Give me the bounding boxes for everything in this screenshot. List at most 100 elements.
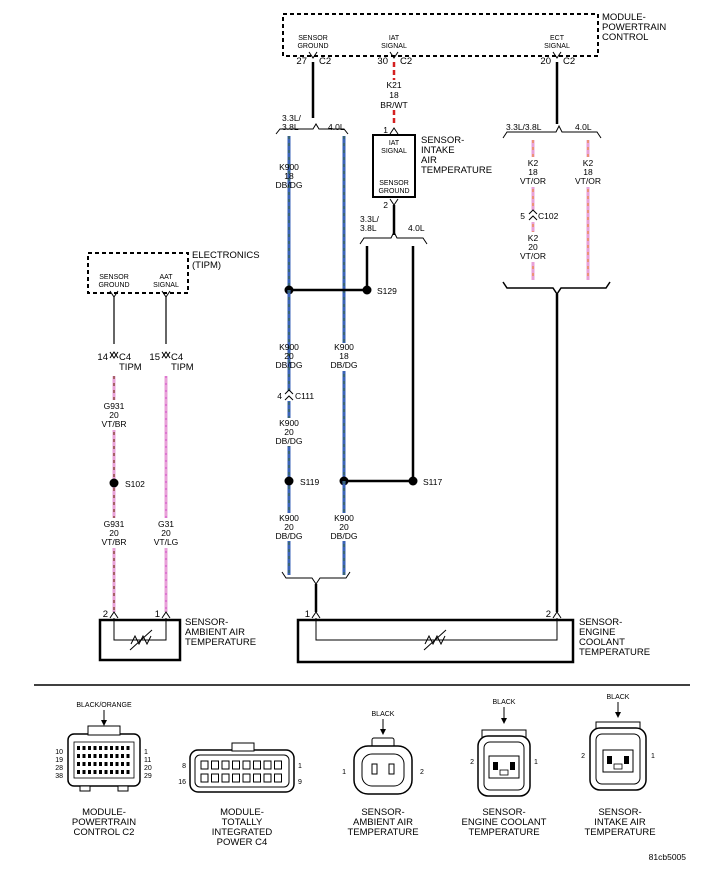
cv-iat-pl-1: 2 xyxy=(581,753,585,760)
wire-k900-e-1: K900 xyxy=(279,513,299,523)
aat-label-3: TEMPERATURE xyxy=(185,637,256,648)
tipm-pin-name-2a: AAT xyxy=(159,274,173,281)
wire-k2-a-1: K2 xyxy=(528,158,539,168)
iat-pin-bottom: 2 xyxy=(383,200,388,210)
pcm-pin-name-3b: SIGNAL xyxy=(544,43,570,50)
splice-s119: S119 xyxy=(300,477,319,487)
wire-k900-d-3: DB/DG xyxy=(276,436,303,446)
ect-label-2: ENGINE xyxy=(579,627,615,638)
connector-view-aat: BLACK 1 2 SENSOR- AMBIENT AIR TEMPERATUR… xyxy=(342,711,424,838)
pcm-conn-c2-c: C2 xyxy=(563,56,575,67)
cv-tipm-pl-2: 16 xyxy=(178,779,186,786)
cv-ect-color: BLACK xyxy=(493,699,516,706)
cv-pcm-pl-4: 38 xyxy=(55,773,63,780)
wire-k900-e-3: DB/DG xyxy=(276,531,303,541)
connector-view-pcm-c2: BLACK/ORANGE 10 19 28 38 1 11 20 29 MODU… xyxy=(55,702,152,838)
pin-cavity xyxy=(93,754,97,758)
wire-g931-a-2: 20 xyxy=(109,410,119,420)
cv-iat-label-1: SENSOR- xyxy=(598,807,641,818)
pcm-conn-c2-b: C2 xyxy=(400,56,412,67)
pcm-conn-c2-a: C2 xyxy=(319,56,331,67)
connector-view-tipm-c4: 8 16 1 9 MODULE- TOTALLY INTEGRATED POWE… xyxy=(178,742,302,848)
iat-pin-top: 1 xyxy=(383,125,388,135)
opt-33-38-b: 3.8L xyxy=(282,122,299,132)
cv-pcm-pr-3: 20 xyxy=(144,765,152,772)
opt-ect-33: 3.3L/3.8L xyxy=(506,122,542,132)
cv-tipm-label-4: POWER C4 xyxy=(217,837,268,848)
wire-g931-b-2: 20 xyxy=(109,528,119,538)
cv-aat-label-1: SENSOR- xyxy=(361,807,404,818)
wire-k900-b-2: 20 xyxy=(284,351,294,361)
pin-cavity xyxy=(104,754,108,758)
pcm-pin-name-2a: IAT xyxy=(389,35,400,42)
tipm-conn-c4-b: C4 xyxy=(171,352,183,363)
wire-g31-3: VT/LG xyxy=(154,537,179,547)
tipm-sub-b: TIPM xyxy=(171,362,194,373)
wire-g31-2: 20 xyxy=(161,528,171,538)
aat-label-1: SENSOR- xyxy=(185,617,228,628)
iat-label-1: SENSOR- xyxy=(421,135,464,146)
wire-k900-c-3: DB/DG xyxy=(331,360,358,370)
cv-pcm-pl-2: 19 xyxy=(55,757,63,764)
tipm-pin-14: 14 xyxy=(97,352,108,363)
wire-k2-b-1: K2 xyxy=(583,158,594,168)
wire-k900-f-1: K900 xyxy=(334,513,354,523)
wire-g931-a-3: VT/BR xyxy=(101,419,126,429)
cv-ect-label-1: SENSOR- xyxy=(482,807,525,818)
pin-cavity xyxy=(115,746,119,750)
pcm-pin-name-3a: ECT xyxy=(550,35,565,42)
pcm-label-3: CONTROL xyxy=(602,32,648,43)
iat-sensor-box xyxy=(372,134,416,198)
pin-cavity xyxy=(232,773,240,783)
pin-cavity xyxy=(115,770,119,774)
cv-pcm-pl-3: 28 xyxy=(55,765,63,772)
wire-k900-e-2: 20 xyxy=(284,522,294,532)
cv-pcm-color: BLACK/ORANGE xyxy=(76,702,132,709)
pin-cavity xyxy=(115,754,119,758)
wire-g931-a-1: G931 xyxy=(104,401,125,411)
pin-cavity xyxy=(88,762,91,766)
pin-cavity xyxy=(211,760,219,770)
wire-k2-b-3: VT/OR xyxy=(575,176,601,186)
wire-k2-c-2: 20 xyxy=(528,242,538,252)
iat-inner-bottom-1: SENSOR xyxy=(379,180,409,187)
pin-cavity xyxy=(88,754,91,758)
wire-k900-b-1: K900 xyxy=(279,342,299,352)
tipm-sub-a: TIPM xyxy=(119,362,142,373)
c111-name: C111 xyxy=(295,391,314,401)
splice-s129: S129 xyxy=(377,286,397,296)
opt-iat-33-a: 3.3L/ xyxy=(360,214,380,224)
iat-label-3: AIR xyxy=(421,155,437,166)
ect-label-1: SENSOR- xyxy=(579,617,622,628)
pin-cavity xyxy=(104,746,108,750)
aat-pin-2: 2 xyxy=(103,609,108,620)
splice-s117: S117 xyxy=(423,477,442,487)
tipm-pin-name-2b: SIGNAL xyxy=(153,282,179,289)
aat-label-2: AMBIENT AIR xyxy=(185,627,245,638)
pcm-pin-name-2b: SIGNAL xyxy=(381,43,407,50)
cv-pcm-pr-1: 1 xyxy=(144,749,148,756)
iat-label-4: TEMPERATURE xyxy=(421,165,492,176)
wire-k2-a-2: 18 xyxy=(528,167,538,177)
cv-pcm-label-3: CONTROL C2 xyxy=(74,827,135,838)
pin-cavity xyxy=(88,770,91,774)
cv-iat-pr-1: 1 xyxy=(651,753,655,760)
pin-cavity xyxy=(126,762,130,766)
ect-sensor-box xyxy=(296,618,575,664)
tipm-label-2: (TIPM) xyxy=(192,260,221,271)
cv-iat-label-2: INTAKE AIR xyxy=(594,817,646,828)
cv-ect-pr-1: 1 xyxy=(534,759,538,766)
pin-cavity xyxy=(77,770,80,774)
pin-cavity xyxy=(104,762,108,766)
cv-aat-pr-1: 2 xyxy=(420,769,424,776)
cv-ect-label-2: ENGINE COOLANT xyxy=(462,817,547,828)
pin-cavity xyxy=(77,746,80,750)
wire-k2-a-3: VT/OR xyxy=(520,176,546,186)
wire-k900-a-2: 18 xyxy=(284,171,294,181)
pin-cavity xyxy=(99,762,102,766)
pin-cavity xyxy=(82,770,86,774)
ect-label-4: TEMPERATURE xyxy=(579,647,650,658)
pcm-module: MODULE- POWERTRAIN CONTROL SENSOR GROUND… xyxy=(282,12,666,67)
connector-view-ect: BLACK 2 1 SENSOR- ENGINE COOLANT TEMPERA… xyxy=(462,699,547,838)
cv-tipm-pr-2: 9 xyxy=(298,779,302,786)
